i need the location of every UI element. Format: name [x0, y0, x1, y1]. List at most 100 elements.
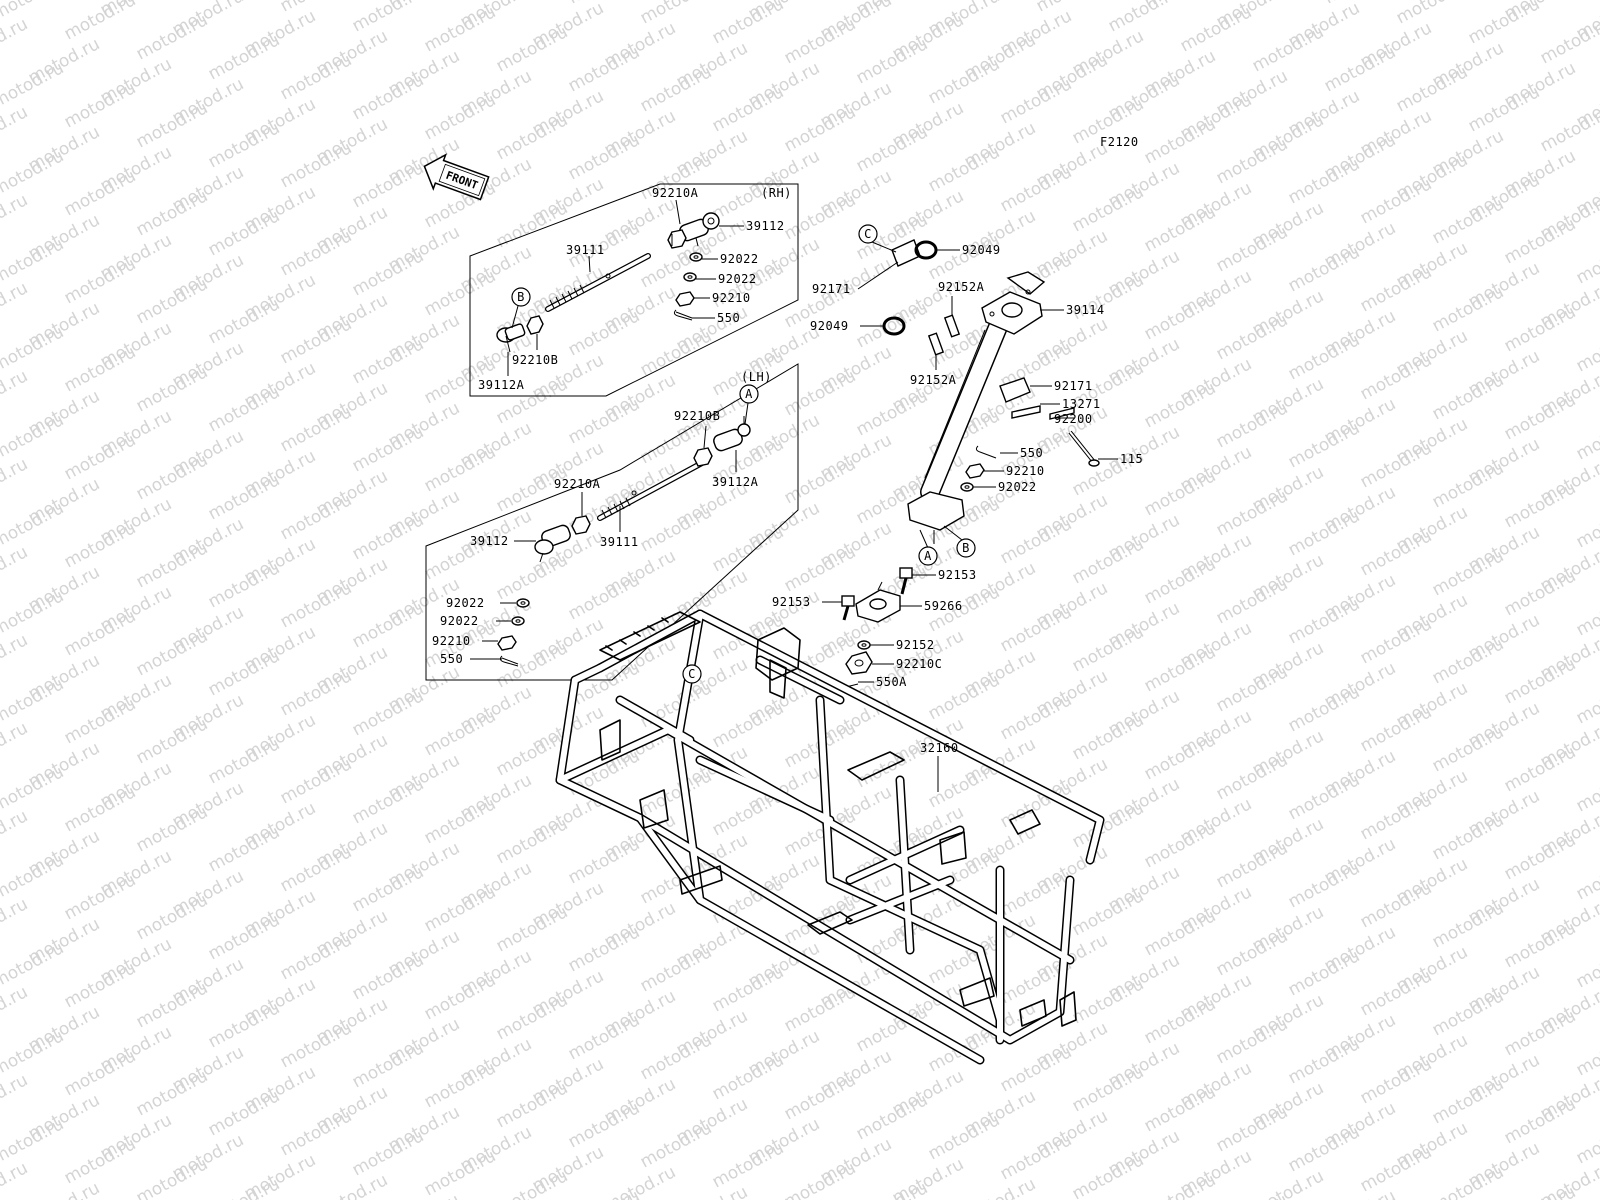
- watermark-text: motod.ru: [1357, 878, 1435, 932]
- watermark-text: motod.ru: [1573, 1026, 1600, 1080]
- ref-circle-b-rh: [511, 287, 531, 307]
- watermark-text: motod.ru: [133, 538, 211, 592]
- watermark-text: motod.ru: [637, 1118, 715, 1172]
- ref-a-lh: A: [745, 387, 753, 401]
- watermark-text: motod.ru: [493, 110, 571, 164]
- watermark-text: motod.ru: [61, 0, 139, 44]
- steering-shaft: [907, 271, 1075, 544]
- watermark-text: motod.ru: [61, 782, 139, 836]
- watermark-text: motod.ru: [277, 490, 355, 544]
- label-lh-39112: 39112: [470, 534, 509, 548]
- watermark-text: motod.ru: [0, 14, 31, 68]
- watermark-text: motod.ru: [1573, 498, 1600, 552]
- ref-c-frame: C: [688, 667, 696, 681]
- watermark-text: motod.ru: [1501, 742, 1579, 796]
- label-rh-92210B: 92210B: [512, 353, 558, 367]
- label-st-39114: 39114: [1066, 303, 1105, 317]
- watermark-text: motod.ru: [61, 958, 139, 1012]
- watermark-text: motod.ru: [205, 470, 283, 524]
- watermark-text: motod.ru: [205, 1086, 283, 1140]
- watermark-text: motod.ru: [133, 1154, 211, 1200]
- label-st-92049-a: 92049: [962, 243, 1001, 257]
- watermark-text: motod.ru: [1429, 194, 1507, 248]
- watermark-text: motod.ru: [25, 1178, 103, 1200]
- watermark-text: motod.ru: [0, 102, 31, 156]
- watermark-text: motod.ru: [277, 1018, 355, 1072]
- watermark-text: motod.ru: [565, 130, 643, 184]
- watermark-text: motod.ru: [349, 246, 427, 300]
- rh-label: (RH): [761, 186, 792, 200]
- label-lh-92210B: 92210B: [674, 409, 720, 423]
- watermark-text: motod.ru: [1285, 242, 1363, 296]
- label-st-92171-b: 92171: [1054, 379, 1093, 393]
- watermark-text: motod.ru: [1285, 770, 1363, 824]
- oil-seal-92049-upper: [914, 240, 938, 260]
- watermark-text: motod.ru: [1429, 282, 1507, 336]
- watermark-text: motod.ru: [277, 50, 355, 104]
- watermark-text: motod.ru: [565, 42, 643, 96]
- watermark-text: motod.ru: [1321, 1186, 1399, 1200]
- watermark-text: motod.ru: [781, 542, 859, 596]
- watermark-text: motod.ru: [493, 814, 571, 868]
- watermark-text: motod.ru: [1465, 82, 1543, 136]
- watermark-text: motod.ru: [1429, 370, 1507, 424]
- watermark-text: motod.ru: [133, 890, 211, 944]
- watermark-text: motod.ru: [421, 1058, 499, 1112]
- watermark-text: motod.ru: [565, 1098, 643, 1152]
- label-st-550A: 550A: [876, 675, 907, 689]
- nut-92210-shaft: [965, 463, 985, 479]
- label-rh-550: 550: [717, 311, 740, 325]
- watermark-text: motod.ru: [1141, 906, 1219, 960]
- watermark-text: motod.ru: [1501, 478, 1579, 532]
- watermark-text: motod.ru: [1573, 234, 1600, 288]
- watermark-text: motod.ru: [277, 666, 355, 720]
- watermark-text: motod.ru: [1213, 838, 1291, 892]
- watermark-text: motod.ru: [1285, 682, 1363, 736]
- nut-92210B-lh: [693, 447, 713, 467]
- watermark-text: motod.ru: [1429, 634, 1507, 688]
- watermark-text: motod.ru: [1213, 134, 1291, 188]
- watermark-text: motod.ru: [1357, 1142, 1435, 1196]
- watermark-text: motod.ru: [421, 706, 499, 760]
- label-lh-550: 550: [440, 652, 463, 666]
- ref-circle-c-shaft: [858, 224, 878, 244]
- watermark-text: motod.ru: [1285, 154, 1363, 208]
- watermark-text: motod.ru: [1069, 622, 1147, 676]
- watermark-text: motod.ru: [1141, 730, 1219, 784]
- watermark-text: motod.ru: [61, 870, 139, 924]
- watermark-text: motod.ru: [133, 450, 211, 504]
- watermark-text: motod.ru: [925, 230, 1003, 284]
- watermark-text: motod.ru: [997, 690, 1075, 744]
- watermark-text: motod.ru: [1501, 830, 1579, 884]
- label-st-92152A-a: 92152A: [938, 280, 985, 294]
- nut-92210B-rh: [526, 315, 544, 335]
- watermark-text: motod.ru: [997, 1042, 1075, 1096]
- watermark-text: motod.ru: [565, 394, 643, 448]
- watermark-text: motod.ru: [349, 422, 427, 476]
- watermark-text: motod.ru: [1249, 1166, 1327, 1200]
- watermark-text: motod.ru: [781, 102, 859, 156]
- watermark-text: motod.ru: [637, 326, 715, 380]
- label-st-92153-a: 92153: [938, 568, 977, 582]
- watermark-text: motod.ru: [1141, 994, 1219, 1048]
- watermark-text: motod.ru: [1573, 410, 1600, 464]
- label-frame-32160: 32160: [920, 741, 959, 755]
- washer-92022-shaft: [960, 482, 974, 492]
- watermark-text: motod.ru: [1213, 662, 1291, 716]
- watermark-text: motod.ru: [349, 862, 427, 916]
- label-rh-39112A: 39112A: [478, 378, 525, 392]
- watermark-text: motod.ru: [1141, 114, 1219, 168]
- watermark-text: motod.ru: [709, 1050, 787, 1104]
- bolt-92153-b: [841, 595, 855, 621]
- watermark-text: motod.ru: [709, 82, 787, 136]
- watermark-text: motod.ru: [133, 802, 211, 856]
- watermark-text: motod.ru: [349, 950, 427, 1004]
- figure-code: F2120: [1100, 135, 1139, 149]
- watermark-text: motod.ru: [709, 1138, 787, 1192]
- watermark-text: motod.ru: [1357, 174, 1435, 228]
- watermark-text: motod.ru: [277, 930, 355, 984]
- watermark-text: motod.ru: [1501, 1006, 1579, 1060]
- watermark-text: motod.ru: [0, 454, 31, 508]
- label-st-92049-b: 92049: [810, 319, 849, 333]
- collar-92152A-a: [943, 314, 961, 338]
